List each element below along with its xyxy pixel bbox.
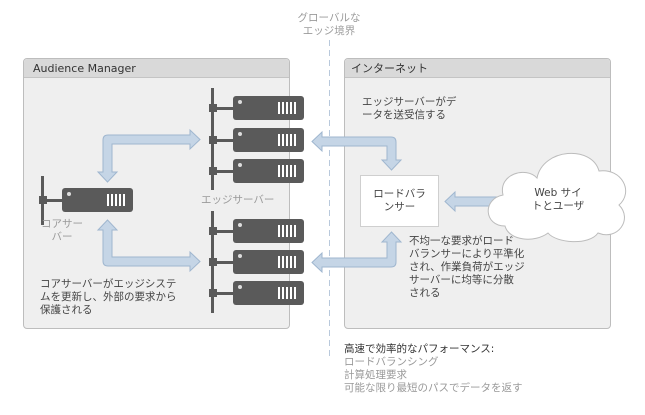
arrow-edge-top-to-load-balancer [311,130,403,171]
edge-boundary-label: グローバルな エッジ境界 [279,12,379,38]
load-balancer-label-line: ンサー [383,201,416,213]
note-line: サーバーに均等に分散 [409,274,514,286]
core-server-link [46,199,62,202]
web-users-cloud [487,152,627,243]
core-server-body [62,188,133,212]
audience-manager-panel-title: Audience Manager [24,59,289,78]
note-line: 保護される [40,304,93,316]
edge-boundary-label-line: グローバルな [297,12,361,24]
internet-panel-title: インターネット [345,59,610,78]
web-users-label-line: Web サイ [534,187,582,199]
footer-list-item: 可能な限り最短のパスでデータを返す [344,382,523,394]
arrow-core-to-edge-top [96,128,201,183]
core-server-label-line: バー [51,231,73,243]
load-balancer-box [360,175,439,227]
web-users-label-line: トとユーザ [531,200,585,212]
note-line: 不均一な要求がロード [409,235,514,247]
arrow-load-balancer-to-edge-bottom [311,231,403,274]
edge-servers-label: エッジサーバー [201,194,275,206]
note-line: され、作業負荷がエッジ [409,261,525,273]
edge-boundary-label-line: エッジ境界 [302,25,356,37]
edge-server [209,159,304,183]
note-line: エッジサーバーがデ [362,96,457,108]
core-server-led [67,192,71,196]
arrow-core-to-edge-bottom [96,219,201,273]
note-core-update: コアサーバーがエッジシステ ムを更新し、外部の要求から 保護される [40,278,177,317]
core-server-label-line: コアサー [41,218,83,230]
footer-list-item: ロードバランシング [344,356,439,368]
edge-server [209,281,304,305]
footer-list: ロードバランシング 計算処理要求 可能な限り最短のパスでデータを返す [344,356,523,395]
load-balancer-label: ロードバラ ンサー [360,188,439,214]
footer-heading: 高速で効率的なパフォーマンス: [344,343,495,355]
note-line: される [409,287,441,299]
edge-server-rack-bottom [209,211,304,313]
load-balancer-label-line: ロードバラ [373,188,426,200]
note-load-balancing: 不均一な要求がロード バランサーにより平準化 され、作業負荷がエッジ サーバーに… [409,235,525,300]
core-server-connector [39,196,47,204]
core-server-label: コアサー バー [38,218,86,244]
edge-server [209,128,304,152]
edge-server-rack-top [209,88,304,190]
note-line: バランサーにより平準化 [409,248,525,260]
core-server-vents [107,194,125,206]
edge-server [209,250,304,274]
note-line: ムを更新し、外部の要求から [40,291,177,303]
note-edge-send-receive: エッジサーバーがデ ータを送受信する [362,96,456,122]
footer-list-item: 計算処理要求 [344,369,407,381]
core-server [39,176,133,225]
note-line: ータを送受信する [362,109,446,121]
web-users-label: Web サイ トとユーザ [520,187,596,213]
edge-server [209,96,304,120]
note-line: コアサーバーがエッジシステ [40,278,177,290]
edge-server [209,219,304,243]
